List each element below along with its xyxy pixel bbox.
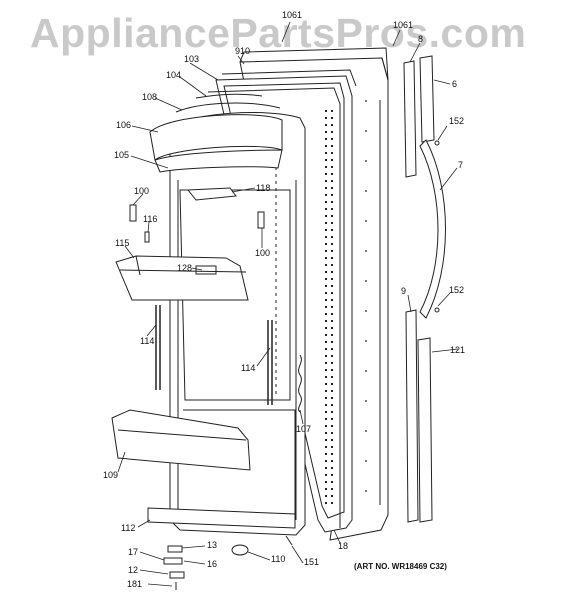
- callout-114-left: 114: [140, 336, 155, 346]
- small-dairy-bin: [186, 187, 237, 201]
- callout-6: 6: [452, 79, 458, 89]
- bottom-door-shelf: [111, 409, 251, 471]
- callout-103: 103: [184, 54, 200, 64]
- callout-100-left: 100: [134, 186, 150, 196]
- callout-108: 108: [142, 92, 158, 102]
- callout-1061-right: 1061: [393, 20, 414, 30]
- callout-104: 104: [166, 70, 182, 80]
- callout-152-top: 152: [449, 116, 465, 126]
- callout-910: 910: [235, 46, 251, 56]
- handle-caps: [417, 55, 435, 523]
- spring: [298, 354, 302, 413]
- callout-151: 151: [304, 557, 320, 567]
- callout-114-right: 114: [241, 363, 256, 373]
- callout-128: 128: [177, 263, 193, 273]
- callout-181: 181: [127, 579, 143, 589]
- callout-115: 115: [115, 238, 130, 248]
- callout-106: 106: [116, 120, 132, 130]
- callout-1061-left: 1061: [282, 10, 303, 20]
- callout-9: 9: [401, 286, 407, 296]
- middle-door-shelf: [115, 255, 249, 301]
- callout-17: 17: [128, 547, 139, 557]
- callout-112: 112: [121, 523, 136, 533]
- callout-109: 109: [103, 470, 119, 480]
- callout-100-right: 100: [255, 248, 271, 258]
- callout-110: 110: [271, 554, 286, 564]
- callout-7: 7: [458, 160, 464, 170]
- top-dairy-bin: [149, 93, 283, 173]
- handle-screws: [434, 140, 440, 313]
- hinge-hardware: [163, 535, 293, 590]
- callout-116: 116: [143, 214, 158, 224]
- door-liner: [169, 112, 306, 536]
- watermark-text: AppliancePartsPros.com: [30, 10, 527, 56]
- leader-lines: [117, 21, 459, 587]
- callout-107: 107: [296, 424, 312, 434]
- callout-152-bottom: 152: [449, 285, 465, 295]
- art-number-label: (ART NO. WR18469 C32): [354, 562, 447, 571]
- callout-16: 16: [207, 559, 218, 569]
- callout-8: 8: [418, 34, 424, 44]
- handle-trim-strips: [403, 60, 419, 523]
- callout-13: 13: [207, 540, 218, 550]
- door-handle: [419, 139, 446, 319]
- callout-12: 12: [128, 565, 139, 575]
- shelf-retainer-bars: [155, 305, 273, 405]
- callout-18: 18: [338, 541, 349, 551]
- callout-118: 118: [256, 183, 271, 193]
- callout-121: 121: [450, 345, 466, 355]
- bottom-trim-strip: [147, 507, 296, 529]
- callout-105: 105: [114, 150, 130, 160]
